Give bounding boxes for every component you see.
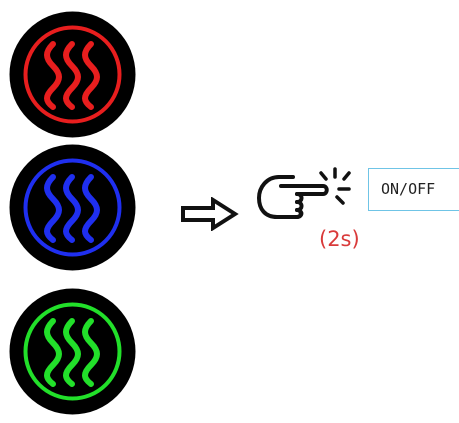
heat-wave-line [63, 318, 81, 387]
on-off-label: ON/OFF [368, 168, 459, 211]
indicator-ring [23, 302, 122, 401]
heat-waves-icon [44, 318, 100, 387]
heat-wave-line [44, 41, 62, 110]
heat-wave-line [82, 174, 100, 243]
heater-button-red[interactable] [9, 11, 136, 138]
heat-wave-line [82, 318, 100, 387]
heater-button-green[interactable] [9, 288, 136, 415]
button-body [9, 288, 136, 415]
heat-wave-line [63, 174, 81, 243]
indicator-ring [23, 158, 122, 257]
heater-button-green-graphic [9, 288, 136, 415]
press-duration-label: (2s) [319, 227, 360, 251]
right-arrow-icon [181, 197, 239, 231]
heat-wave-line [63, 41, 81, 110]
pointing-hand-press-icon [253, 165, 351, 227]
heat-wave-line [44, 318, 62, 387]
heater-button-blue-graphic [9, 144, 136, 271]
button-body [9, 144, 136, 271]
heat-wave-line [44, 174, 62, 243]
indicator-ring [23, 25, 122, 124]
heater-button-blue[interactable] [9, 144, 136, 271]
button-body [9, 11, 136, 138]
heat-waves-icon [44, 174, 100, 243]
heat-waves-icon [44, 41, 100, 110]
heater-button-red-graphic [9, 11, 136, 138]
heat-wave-line [82, 41, 100, 110]
